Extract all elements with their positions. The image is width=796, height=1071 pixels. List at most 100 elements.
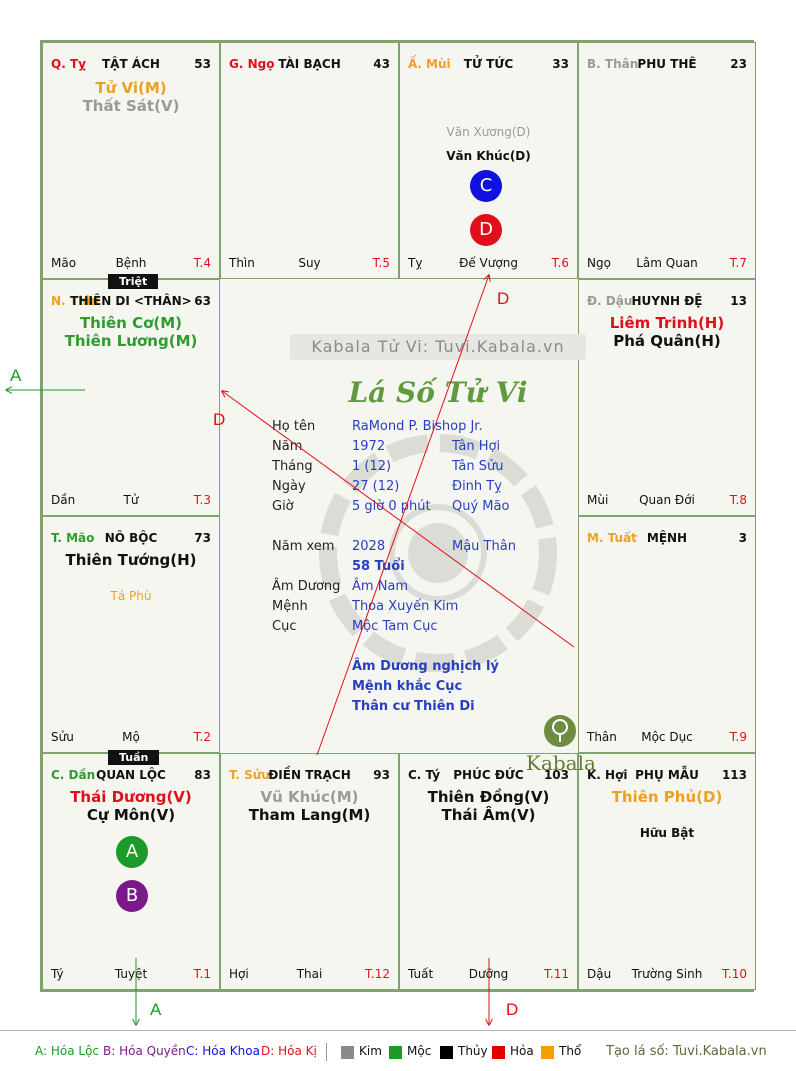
palace-number: 113: [721, 768, 747, 782]
info-label-month: Tháng: [272, 459, 313, 474]
palace-stars: Liêm Trinh(H)Phá Quân(H): [579, 314, 755, 350]
palace-canchi: T. Sửu: [229, 768, 270, 782]
palace-number: 43: [373, 57, 390, 71]
legend-moc: Mộc: [407, 1044, 432, 1058]
palace-name: HUYNH ĐỆ: [631, 294, 703, 308]
palace-index: T.11: [544, 967, 569, 981]
palace-index: T.2: [193, 730, 211, 744]
star-label: Thiên Cơ(M): [79, 314, 183, 332]
info-canchi-day_cc: Đinh Tỵ: [452, 479, 502, 494]
palace-branch: Thìn: [229, 256, 255, 270]
palace-index: T.8: [729, 493, 747, 507]
arrow-line-tuat-to-thin: [222, 391, 575, 648]
palace-number: 13: [730, 294, 747, 308]
palace-stars: Văn Xương(D)Văn Khúc(D): [400, 123, 577, 165]
palace-stars: Thiên Tướng(H)Tả Phù: [43, 551, 219, 605]
note-2: Mệnh khắc Cục: [352, 679, 463, 694]
bagua-emblem: [319, 434, 557, 672]
palace-stage: Quan Đới: [639, 493, 695, 507]
legend-tho-swatch: [541, 1046, 554, 1059]
palace-stars: Thái Dương(V)Cự Môn(V): [43, 788, 219, 824]
arrow-label-d-bottom: D: [506, 1000, 518, 1019]
legend-hoa-loc: A: Hóa Lộc: [35, 1044, 100, 1058]
star-label: Thiên Phủ(D): [611, 788, 723, 806]
star-label: Văn Khúc(D): [446, 149, 531, 163]
palace-stage: Tuyệt: [114, 967, 148, 981]
info-value-name: RaMond P. Bishop Jr.: [352, 419, 483, 434]
palace-name: THIÊN DI <THÂN>: [70, 294, 192, 308]
palace-branch: Dần: [51, 493, 76, 507]
legend-hoa-khoa: C: Hóa Khoa: [186, 1044, 260, 1058]
palace-branch: Tuất: [408, 967, 434, 981]
palace-branch: Hợi: [229, 967, 249, 981]
palace-index: T.10: [722, 967, 747, 981]
palace-canchi: Đ. Dậu: [587, 294, 633, 308]
palace-name: TẬT ÁCH: [102, 57, 160, 71]
star-label: Thái Âm(V): [441, 806, 536, 824]
palace-branch: Dậu: [587, 967, 612, 981]
palace-stage: Trường Sinh: [631, 967, 703, 981]
legend-hoa-quyen: B: Hóa Quyền: [103, 1044, 186, 1058]
info-value-month: 1 (12): [352, 459, 392, 474]
watermark-banner: Kabala Tử Vi: Tuvi.Kabala.vn: [290, 334, 586, 360]
legend-divider: [326, 1043, 327, 1061]
palace-stage: Bệnh: [115, 256, 147, 270]
arrow-label-a-left: A: [10, 366, 22, 385]
arrow-line-suu-to-mui: [316, 275, 489, 756]
star-label: Thái Dương(V): [70, 788, 192, 806]
palace-stage: Đế Vượng: [459, 256, 518, 270]
palace-stage: Mộ: [122, 730, 140, 744]
legend-site-link[interactable]: Tạo lá số: Tuvi.Kabala.vn: [606, 1044, 767, 1059]
info-value-day: 27 (12): [352, 479, 400, 494]
kabala-logo-text: Kabala: [526, 751, 596, 775]
info-value-year_view: 2028: [352, 539, 386, 554]
legend-kim: Kim: [359, 1044, 382, 1058]
info-label-year_view: Năm xem: [272, 539, 335, 554]
palace-canchi: B. Thân: [587, 57, 639, 71]
palace-index: T.3: [193, 493, 211, 507]
triet-tag: Triệt: [108, 274, 159, 289]
palace-name: PHỤ MẪU: [635, 768, 699, 782]
arrow-label-a-bottom: A: [150, 1000, 162, 1019]
arrow-label-d-top: D: [497, 289, 509, 308]
palace-name: TÀI BẠCH: [278, 57, 341, 71]
star-label: Tham Lang(M): [248, 806, 371, 824]
palace-branch: Ngọ: [587, 256, 611, 270]
star-label: Tả Phù: [110, 589, 152, 603]
info-value-amduong: Âm Nam: [352, 579, 409, 594]
palace-number: 93: [373, 768, 390, 782]
palace-footer: Dậu Trường Sinh T.10: [587, 967, 747, 982]
star-label: Liêm Trinh(H): [609, 314, 725, 332]
palace-branch: Tý: [51, 967, 64, 981]
palace-number: 23: [730, 57, 747, 71]
star-label: Cự Môn(V): [86, 806, 176, 824]
palace-stage: Suy: [298, 256, 321, 270]
